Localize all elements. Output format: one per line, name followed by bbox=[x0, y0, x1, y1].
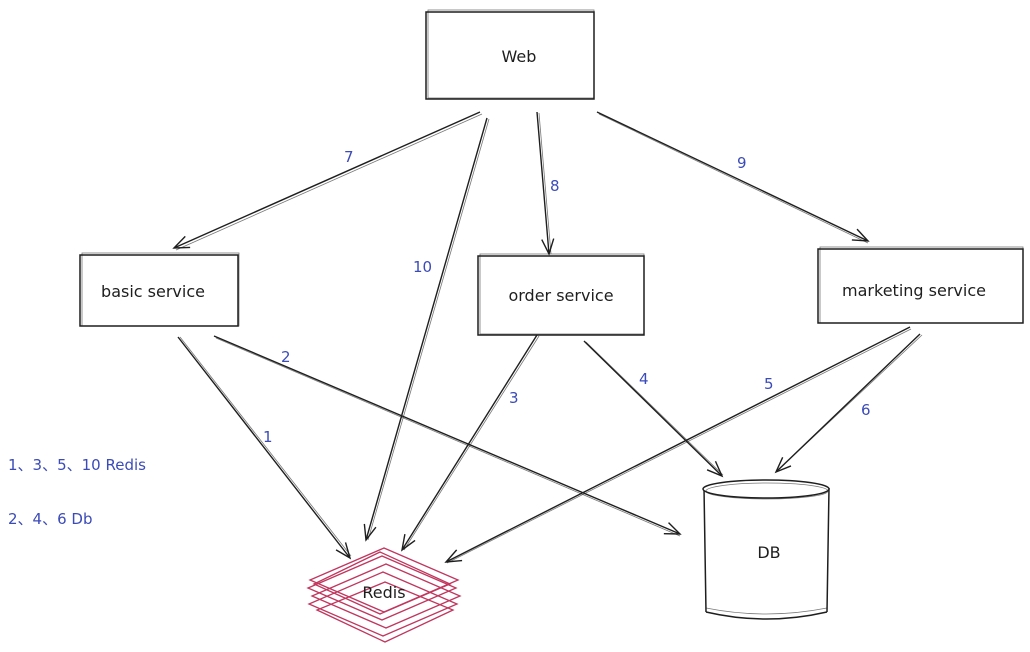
edge-label-2: 2 bbox=[281, 348, 291, 366]
edge-4[interactable] bbox=[583, 340, 724, 478]
edge-1[interactable] bbox=[177, 336, 352, 560]
node-web[interactable]: Web bbox=[425, 9, 595, 100]
edge-label-1: 1 bbox=[263, 428, 273, 446]
edge-label-4: 4 bbox=[639, 370, 649, 388]
edge-label-9: 9 bbox=[737, 154, 747, 172]
legend-db: 2、4、6 Db bbox=[8, 510, 93, 528]
edge-labels: 7 10 8 9 1 2 3 4 5 6 bbox=[263, 148, 871, 446]
edge-8[interactable] bbox=[536, 111, 555, 256]
node-marketing-service-label: marketing service bbox=[842, 281, 986, 300]
edge-7[interactable] bbox=[172, 111, 481, 249]
edge-10[interactable] bbox=[363, 117, 488, 542]
node-redis-label: Redis bbox=[362, 583, 405, 602]
edge-label-6: 6 bbox=[861, 401, 871, 419]
legend-redis: 1、3、5、10 Redis bbox=[8, 456, 146, 474]
node-basic-service[interactable]: basic service bbox=[79, 252, 240, 327]
edge-label-10: 10 bbox=[413, 258, 432, 276]
node-order-service-label: order service bbox=[508, 286, 613, 305]
node-order-service[interactable]: order service bbox=[477, 253, 645, 336]
edge-5[interactable] bbox=[444, 326, 911, 563]
edge-3[interactable] bbox=[400, 334, 538, 552]
edge-label-3: 3 bbox=[509, 389, 519, 407]
node-redis[interactable]: Redis bbox=[306, 547, 462, 643]
node-basic-service-label: basic service bbox=[101, 282, 205, 301]
edge-9[interactable] bbox=[596, 111, 870, 242]
edges bbox=[172, 111, 923, 564]
node-db-label: DB bbox=[757, 543, 780, 562]
edge-label-5: 5 bbox=[764, 375, 774, 393]
edge-label-8: 8 bbox=[550, 177, 560, 195]
node-db[interactable]: DB bbox=[702, 479, 830, 620]
edge-label-7: 7 bbox=[344, 148, 354, 166]
node-web-label: Web bbox=[502, 47, 537, 66]
node-marketing-service[interactable]: marketing service bbox=[817, 246, 1024, 324]
edge-2[interactable] bbox=[213, 335, 682, 535]
